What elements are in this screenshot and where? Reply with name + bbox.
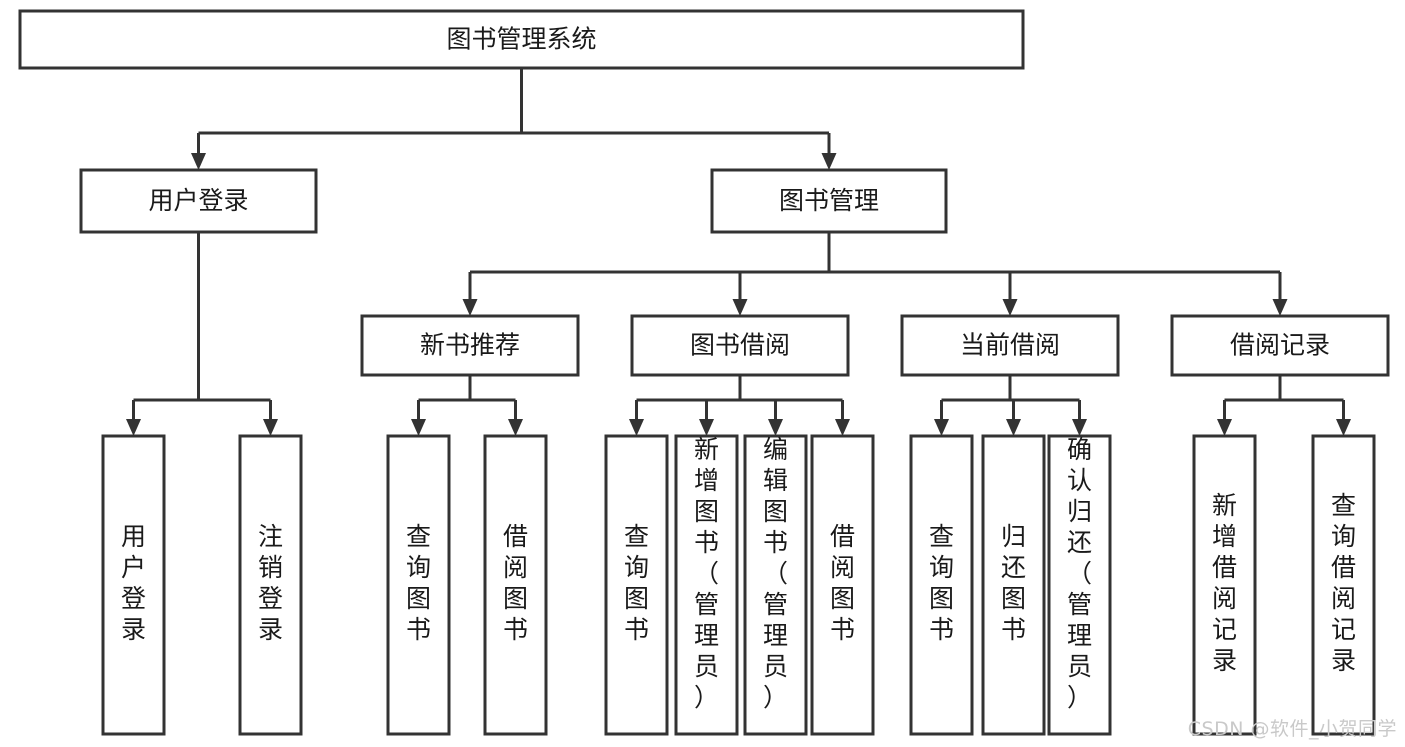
edge-group-book-borrow [629,375,850,436]
edge-group-book-manage [462,232,1288,316]
node-label-new-book-rec: 新书推荐 [420,331,520,360]
edge-arrowhead-leaf-return-book [1006,419,1021,436]
node-label-book-borrow: 图书借阅 [690,331,790,360]
node-label-current-borrow: 当前借阅 [960,331,1060,360]
edge-arrowhead-new-book-rec [462,299,478,316]
edge-arrowhead-borrow-record [1272,299,1288,316]
edge-arrowhead-book-borrow [732,299,748,316]
node-leaf-add-record[interactable]: 新增借阅记录 [1192,434,1257,736]
node-label-root: 图书管理系统 [446,25,596,54]
node-leaf-user-login[interactable]: 用户登录 [101,434,166,736]
node-label-leaf-edit-book: 编辑图书（管理员） [763,435,788,712]
node-box-leaf-user-login [101,434,166,736]
node-label-leaf-query-book-2: 查询图书 [624,522,649,644]
edge-arrowhead-leaf-add-record [1217,419,1232,436]
edge-arrowhead-leaf-user-logout [263,419,278,436]
node-label-leaf-query-book-3: 查询图书 [929,522,954,644]
edge-arrowhead-leaf-edit-book [768,419,783,436]
edge-group-new-book-rec [411,375,523,436]
edge-arrowhead-book-manage [821,153,837,170]
edge-arrowhead-leaf-query-book-1 [411,419,426,436]
node-box-leaf-add-book [674,434,739,736]
edge-arrowhead-leaf-borrow-book-1 [508,419,523,436]
node-leaf-borrow-book-2[interactable]: 借阅图书 [810,434,875,736]
node-box-book-borrow [630,314,850,377]
node-box-leaf-add-record [1192,434,1257,736]
node-label-leaf-query-record: 查询借阅记录 [1331,491,1356,675]
node-box-new-book-rec [360,314,580,377]
node-leaf-query-book-3[interactable]: 查询图书 [909,434,974,736]
node-label-leaf-user-login: 用户登录 [121,522,146,644]
node-label-leaf-borrow-book-1: 借阅图书 [503,522,528,644]
node-label-leaf-user-logout: 注销登录 [258,522,283,644]
node-leaf-borrow-book-1[interactable]: 借阅图书 [483,434,548,736]
edge-group-borrow-record [1217,375,1351,436]
node-box-leaf-borrow-book-1 [483,434,548,736]
node-box-root [18,9,1025,70]
node-borrow-record[interactable]: 借阅记录 [1170,314,1390,377]
node-box-borrow-record [1170,314,1390,377]
nodes-layer: 图书管理系统用户登录图书管理新书推荐图书借阅当前借阅借阅记录用户登录注销登录查询… [18,9,1390,736]
edge-arrowhead-user-login [191,153,206,170]
node-new-book-rec[interactable]: 新书推荐 [360,314,580,377]
edge-arrowhead-leaf-confirm-return [1072,419,1087,436]
node-leaf-query-record[interactable]: 查询借阅记录 [1311,434,1376,736]
node-leaf-query-book-1[interactable]: 查询图书 [386,434,451,736]
node-label-leaf-query-book-1: 查询图书 [406,522,431,644]
node-book-manage[interactable]: 图书管理 [710,168,948,234]
node-label-leaf-add-record: 新增借阅记录 [1212,491,1237,675]
node-box-leaf-query-record [1311,434,1376,736]
node-box-leaf-confirm-return [1047,434,1112,736]
node-box-leaf-query-book-2 [604,434,669,736]
node-leaf-return-book[interactable]: 归还图书 [981,434,1046,736]
node-leaf-edit-book[interactable]: 编辑图书（管理员） [743,434,808,736]
node-box-leaf-borrow-book-2 [810,434,875,736]
edge-arrowhead-leaf-borrow-book-2 [835,419,850,436]
node-box-leaf-edit-book [743,434,808,736]
node-box-leaf-return-book [981,434,1046,736]
node-label-leaf-return-book: 归还图书 [1001,522,1026,644]
edge-arrowhead-leaf-add-book [699,419,714,436]
node-user-login[interactable]: 用户登录 [79,168,318,234]
node-box-leaf-query-book-3 [909,434,974,736]
node-leaf-user-logout[interactable]: 注销登录 [238,434,303,736]
node-label-leaf-add-book: 新增图书（管理员） [694,435,719,712]
node-box-leaf-user-logout [238,434,303,736]
edge-group-root [191,68,837,170]
node-leaf-query-book-2[interactable]: 查询图书 [604,434,669,736]
edges-layer [126,68,1351,436]
node-box-book-manage [710,168,948,234]
node-label-book-manage: 图书管理 [779,186,879,215]
node-box-user-login [79,168,318,234]
node-label-user-login: 用户登录 [148,186,248,215]
node-current-borrow[interactable]: 当前借阅 [900,314,1120,377]
edge-arrowhead-leaf-query-book-2 [629,419,644,436]
node-label-leaf-borrow-book-2: 借阅图书 [830,522,855,644]
edge-arrowhead-leaf-query-book-3 [934,419,949,436]
node-leaf-confirm-return[interactable]: 确认归还（管理员） [1047,434,1112,736]
edge-arrowhead-leaf-user-login [126,419,141,436]
edge-arrowhead-leaf-query-record [1336,419,1351,436]
edge-group-current-borrow [934,375,1087,436]
node-label-borrow-record: 借阅记录 [1230,331,1330,360]
node-root[interactable]: 图书管理系统 [18,9,1025,70]
node-box-current-borrow [900,314,1120,377]
node-book-borrow[interactable]: 图书借阅 [630,314,850,377]
node-leaf-add-book[interactable]: 新增图书（管理员） [674,434,739,736]
node-label-leaf-confirm-return: 确认归还（管理员） [1067,435,1092,712]
edge-arrowhead-current-borrow [1002,299,1018,316]
node-box-leaf-query-book-1 [386,434,451,736]
watermark-label: CSDN @软件_小贺同学 [1187,718,1397,740]
edge-group-user-login [126,232,278,436]
